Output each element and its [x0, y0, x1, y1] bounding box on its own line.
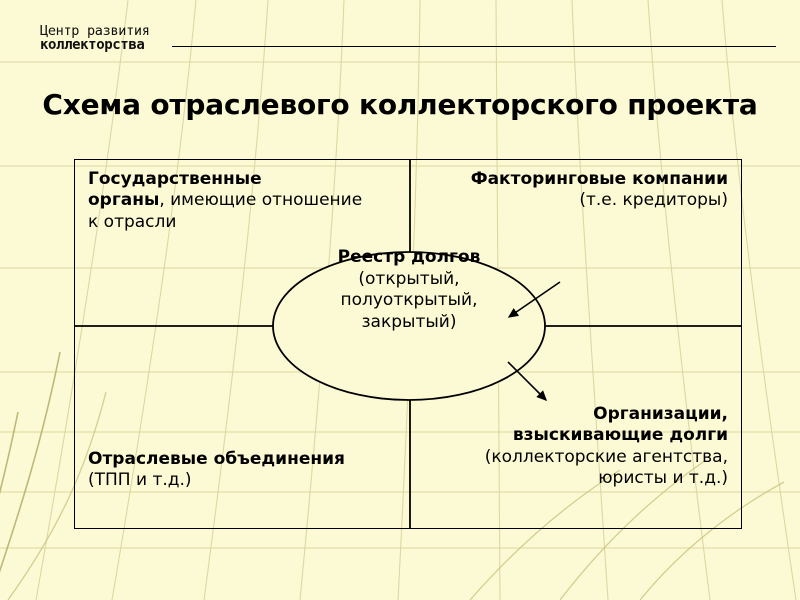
quadrant-collectors-bold-1: Организации,: [593, 404, 728, 424]
quadrant-factoring-regular: (т.е. кредиторы): [579, 190, 728, 211]
registry-line-2: полуоткрытый,: [340, 290, 478, 311]
diagram-outer-frame: [74, 159, 742, 529]
quadrant-collectors-regular-1: (коллекторские агентства,: [484, 446, 728, 467]
quadrant-factoring: Факторинговые компании (т.е. кредиторы): [414, 169, 728, 212]
quadrant-collectors-bold-2: взыскивающие долги: [512, 425, 728, 446]
brand-line-2: коллекторства: [40, 37, 145, 54]
quadrant-collectors-regular-2: юристы и т.д.): [598, 468, 728, 489]
quadrant-government: Государственные органы, имеющие отношени…: [88, 169, 418, 233]
brand-logotype: Центр развития коллекторства: [40, 24, 150, 53]
header-divider-line: [172, 46, 776, 47]
arrow-to-registry: [507, 281, 561, 318]
brand-line-1: Центр развития: [40, 23, 150, 39]
quadrant-government-rest: , имеющие отношение: [159, 190, 363, 211]
slide-header: Центр развития коллекторства: [0, 0, 800, 60]
quadrant-collectors: Организации, взыскивающие долги (коллект…: [404, 404, 728, 490]
quadrant-associations-bold: Отраслевые объединения: [88, 449, 345, 469]
registry-line-1: (открытый,: [358, 268, 460, 289]
quadrant-associations: Отраслевые объединения (ТПП и т.д.): [88, 449, 418, 492]
registry-line-3: закрытый): [361, 311, 457, 332]
central-ellipse-label: Реестр долгов (открытый, полуоткрытый, з…: [273, 247, 545, 333]
registry-title: Реестр долгов: [337, 247, 481, 267]
diagram-vector-layer: [74, 159, 742, 529]
quadrant-government-bold-1: Государственные: [88, 169, 262, 189]
quadrant-government-bold-2: органы: [88, 190, 160, 211]
quadrant-factoring-bold: Факторинговые компании: [470, 169, 728, 189]
central-ellipse: [272, 251, 546, 401]
quadrant-government-line-3: к отрасли: [88, 211, 177, 232]
page-title: Схема отраслевого коллекторского проекта: [42, 88, 758, 121]
diagram-container: Государственные органы, имеющие отношени…: [74, 159, 742, 529]
quadrant-associations-regular: (ТПП и т.д.): [88, 470, 192, 491]
arrow-to-collectors: [507, 361, 548, 402]
